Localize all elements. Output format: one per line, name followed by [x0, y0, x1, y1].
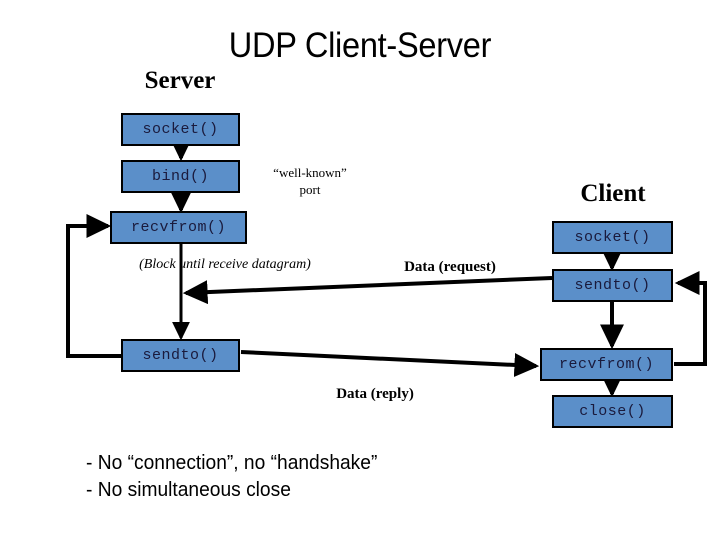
bullet-item: - No simultaneous close — [86, 479, 291, 501]
client-box-sendto[interactable]: sendto() — [552, 269, 673, 302]
summary-bullets: - No “connection”, no “handshake” - No s… — [86, 450, 377, 504]
arrow-server-loop-back — [66, 214, 121, 358]
server-box-bind[interactable]: bind() — [121, 160, 240, 193]
data-request-label: Data (request) — [404, 259, 496, 275]
well-known-port-line1: “well-known” — [273, 165, 347, 180]
client-box-close[interactable]: close() — [552, 395, 673, 428]
server-column-heading: Server — [144, 67, 216, 94]
arrow-data-reply — [240, 350, 540, 377]
client-box-recvfrom[interactable]: recvfrom() — [540, 348, 673, 381]
server-box-sendto[interactable]: sendto() — [121, 339, 240, 372]
arrow-data-request — [182, 276, 553, 305]
well-known-port-note: “well-known” port — [250, 164, 370, 198]
arrow-client-loop-back — [674, 271, 707, 366]
bullet-item: - No “connection”, no “handshake” — [86, 452, 378, 474]
client-box-socket[interactable]: socket() — [552, 221, 673, 254]
server-box-socket[interactable]: socket() — [121, 113, 240, 146]
block-until-datagram-note: (Block until receive datagram) — [139, 257, 311, 272]
page-title: UDP Client-Server — [228, 26, 492, 65]
data-reply-label: Data (reply) — [336, 386, 414, 402]
well-known-port-line2: port — [299, 182, 321, 197]
server-box-recvfrom[interactable]: recvfrom() — [110, 211, 247, 244]
client-column-heading: Client — [580, 180, 646, 207]
